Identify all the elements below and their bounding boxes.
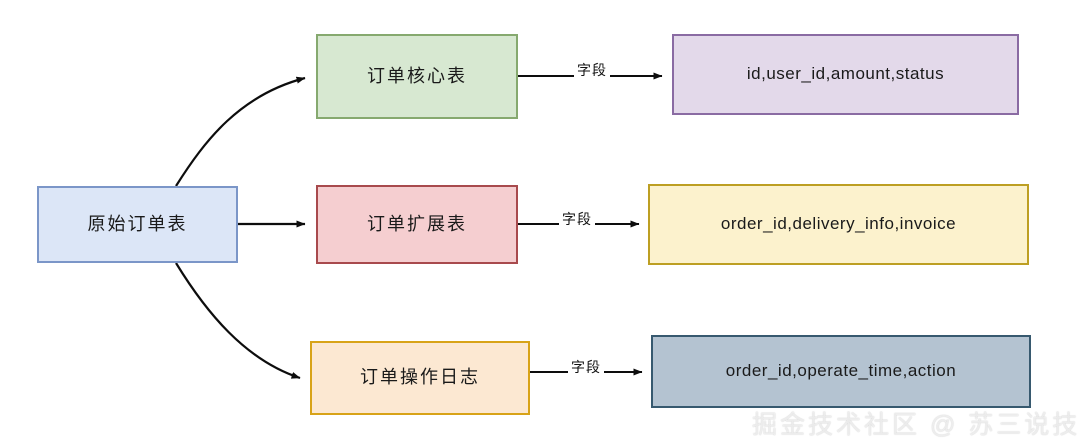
node-order-core-table-label: 订单核心表 bbox=[367, 65, 467, 86]
edge-label-log-fields: 字段 bbox=[568, 357, 604, 377]
edge-label-extension-fields: 字段 bbox=[559, 209, 595, 229]
node-order-operation-log-label: 订单操作日志 bbox=[360, 367, 480, 388]
node-source-order-table[interactable]: 原始订单表 bbox=[37, 186, 238, 263]
node-core-fields-label: id,user_id,amount,status bbox=[746, 64, 945, 84]
node-log-fields-label: order_id,operate_time,action bbox=[725, 361, 957, 381]
node-extension-fields[interactable]: order_id,delivery_info,invoice bbox=[648, 184, 1029, 265]
connector-source-to-core bbox=[175, 76, 306, 187]
node-core-fields[interactable]: id,user_id,amount,status bbox=[672, 34, 1019, 115]
node-source-order-table-label: 原始订单表 bbox=[87, 213, 188, 234]
connector-source-to-log bbox=[175, 262, 301, 380]
node-order-extension-table-label: 订单扩展表 bbox=[367, 213, 467, 234]
node-extension-fields-label: order_id,delivery_info,invoice bbox=[720, 214, 957, 234]
node-log-fields[interactable]: order_id,operate_time,action bbox=[651, 335, 1031, 408]
node-order-core-table[interactable]: 订单核心表 bbox=[316, 34, 518, 119]
node-order-operation-log[interactable]: 订单操作日志 bbox=[310, 341, 530, 415]
node-order-extension-table[interactable]: 订单扩展表 bbox=[316, 185, 518, 264]
edge-label-core-fields: 字段 bbox=[574, 60, 610, 80]
